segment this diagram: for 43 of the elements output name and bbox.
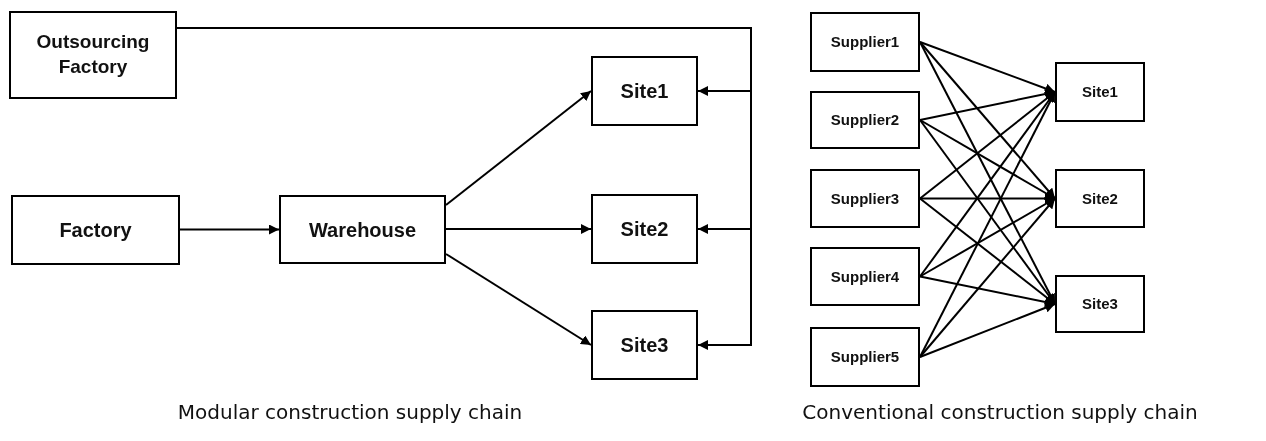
arrow: [919, 197, 1056, 278]
arrow: [919, 41, 1056, 200]
node-label: Site2: [1082, 188, 1118, 209]
arrow: [919, 303, 1056, 358]
process-box: [591, 56, 698, 126]
node-label: Supplier1: [830, 32, 900, 52]
node-label: Site2: [620, 217, 669, 242]
arrow: [445, 253, 592, 346]
caption: Conventional construction supply chain: [802, 400, 1198, 424]
node-label: Supplier5: [830, 347, 900, 367]
node-label: Supplier2: [830, 110, 900, 130]
node-label: Site1: [1082, 82, 1118, 102]
node-label: Warehouse: [308, 217, 417, 243]
arrow: [919, 41, 1056, 94]
arrow: [445, 90, 592, 206]
arrow: [919, 89, 1056, 121]
arrow: [179, 224, 280, 235]
process-box: [279, 195, 446, 264]
process-box: [810, 91, 920, 149]
node-label: Outsourcing Factory: [35, 30, 151, 79]
process-box: [11, 195, 180, 265]
process-box: [1055, 275, 1145, 333]
process-box: [810, 327, 920, 387]
process-box: [1055, 169, 1145, 228]
node-label: Site3: [620, 333, 669, 358]
arrow: [919, 119, 1056, 200]
process-box: [810, 247, 920, 306]
arrow: [919, 197, 1056, 358]
caption: Modular construction supply chain: [177, 400, 523, 424]
arrow: [445, 224, 592, 234]
arrow: [919, 275, 1056, 307]
arrow: [919, 193, 1056, 204]
node-label: Supplier4: [830, 266, 900, 287]
process-box: [810, 169, 920, 228]
node-label: Supplier3: [830, 188, 900, 209]
node-label: Site3: [1082, 294, 1118, 314]
node-label: Site1: [620, 79, 669, 104]
process-box: [591, 310, 698, 380]
process-box: [9, 11, 177, 99]
process-box: [591, 194, 698, 264]
process-box: [810, 12, 920, 72]
node-label: Factory: [59, 218, 132, 243]
process-box: [1055, 62, 1145, 122]
